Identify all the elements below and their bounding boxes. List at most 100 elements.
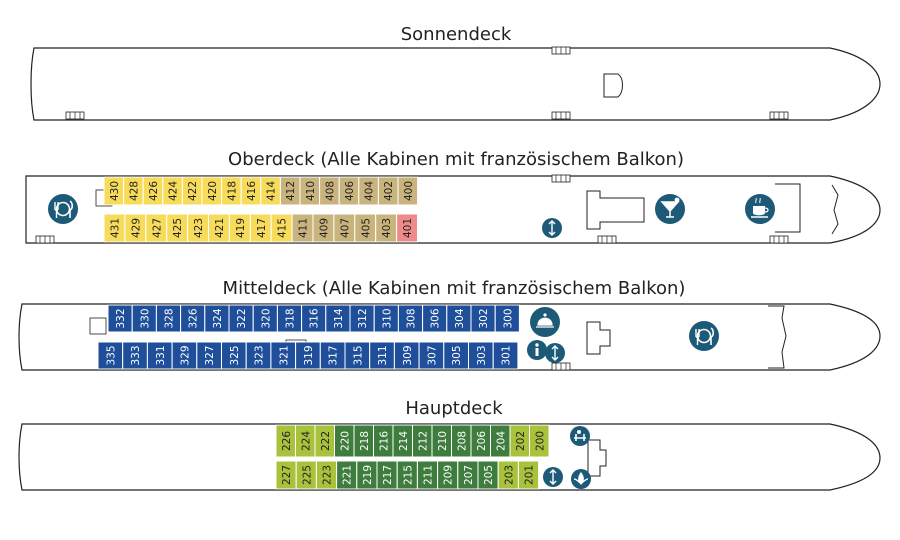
cabin-218[interactable]: 218 [353,424,374,458]
cabin-300[interactable]: 300 [494,304,520,333]
cabin-205[interactable]: 205 [477,460,499,490]
cabin-416[interactable]: 416 [240,176,262,206]
cabin-216[interactable]: 216 [373,424,394,458]
cabin-330[interactable]: 330 [131,304,157,333]
cabin-405[interactable]: 405 [354,213,377,243]
cabin-226[interactable]: 226 [275,424,296,458]
cabin-206[interactable]: 206 [470,424,491,458]
cabin-327[interactable]: 327 [196,341,223,370]
cabin-335[interactable]: 335 [97,341,124,370]
cabin-221[interactable]: 221 [336,460,358,490]
cabin-410[interactable]: 410 [299,176,321,206]
cabin-404[interactable]: 404 [358,176,379,206]
cabin-328[interactable]: 328 [155,304,182,333]
cabin-308[interactable]: 308 [397,304,424,333]
cabin-306[interactable]: 306 [422,304,448,333]
cabin-403[interactable]: 403 [375,213,398,243]
cabin-425[interactable]: 425 [166,213,189,243]
cabin-324[interactable]: 324 [204,304,230,333]
cabin-427[interactable]: 427 [145,213,168,243]
cabin-401[interactable]: 401 [396,213,419,243]
cabin-326[interactable]: 326 [180,304,206,333]
cabin-407[interactable]: 407 [333,213,356,243]
cabin-225[interactable]: 225 [295,460,317,490]
cabin-402[interactable]: 402 [377,176,399,206]
cabin-314[interactable]: 314 [325,304,351,333]
cabin-box [97,341,124,370]
cabin-203[interactable]: 203 [497,460,519,490]
cabin-415[interactable]: 415 [270,213,293,243]
cabin-number: 305 [451,345,463,365]
cabin-417[interactable]: 417 [249,213,272,243]
cabin-430[interactable]: 430 [103,176,125,206]
cabin-224[interactable]: 224 [295,424,316,458]
cabin-227[interactable]: 227 [275,460,297,490]
cabin-311[interactable]: 311 [369,341,395,370]
cabin-316[interactable]: 316 [301,304,327,333]
cabin-317[interactable]: 317 [319,341,346,370]
cabin-318[interactable]: 318 [276,304,303,333]
elevator-icon [542,218,562,238]
cabin-219[interactable]: 219 [356,460,378,490]
cabin-207[interactable]: 207 [457,460,479,490]
cabin-309[interactable]: 309 [393,341,420,370]
cabin-421[interactable]: 421 [208,213,230,243]
cabin-number: 306 [430,308,442,328]
cabin-424[interactable]: 424 [162,176,183,206]
cabin-320[interactable]: 320 [252,304,278,333]
cabin-305[interactable]: 305 [443,341,469,370]
cabin-number: 423 [193,218,205,238]
cabin-322[interactable]: 322 [228,304,254,333]
cabin-319[interactable]: 319 [295,341,321,370]
cabin-217[interactable]: 217 [376,460,398,490]
cabin-222[interactable]: 222 [314,424,335,458]
cabin-208[interactable]: 208 [451,424,472,458]
sonnendeck-stair-marker [769,111,789,120]
cabin-304[interactable]: 304 [446,304,472,333]
cabin-332[interactable]: 332 [107,304,133,333]
cabin-329[interactable]: 329 [171,341,198,370]
cabin-204[interactable]: 204 [490,424,511,458]
cabin-number: 330 [139,308,151,328]
cabin-406[interactable]: 406 [338,176,360,206]
cabin-408[interactable]: 408 [319,176,340,206]
cabin-200[interactable]: 200 [529,424,550,458]
cabin-302[interactable]: 302 [470,304,496,333]
cabin-321[interactable]: 321 [270,341,297,370]
cabin-315[interactable]: 315 [344,341,371,370]
cabin-422[interactable]: 422 [181,176,203,206]
cabin-201[interactable]: 201 [517,460,540,490]
cabin-301[interactable]: 301 [492,341,519,370]
cabin-307[interactable]: 307 [418,341,445,370]
cabin-212[interactable]: 212 [412,424,433,458]
cabin-420[interactable]: 420 [201,176,223,206]
cabin-409[interactable]: 409 [312,213,335,243]
cabin-214[interactable]: 214 [392,424,413,458]
cabin-333[interactable]: 333 [122,341,148,370]
cabin-400[interactable]: 400 [397,176,419,206]
cabin-223[interactable]: 223 [315,460,338,490]
cabin-210[interactable]: 210 [431,424,452,458]
cabin-411[interactable]: 411 [291,213,314,243]
cabin-215[interactable]: 215 [396,460,418,490]
cabin-box [146,341,173,370]
cabin-303[interactable]: 303 [468,341,494,370]
cabin-429[interactable]: 429 [124,213,147,243]
cabin-418[interactable]: 418 [221,176,242,206]
cabin-414[interactable]: 414 [260,176,281,206]
cabin-431[interactable]: 431 [103,213,126,243]
cabin-426[interactable]: 426 [142,176,164,206]
cabin-423[interactable]: 423 [187,213,210,243]
cabin-312[interactable]: 312 [349,304,375,333]
cabin-209[interactable]: 209 [437,460,459,490]
cabin-419[interactable]: 419 [228,213,251,243]
cabin-325[interactable]: 325 [221,341,247,370]
cabin-202[interactable]: 202 [509,424,530,458]
cabin-428[interactable]: 428 [123,176,144,206]
cabin-331[interactable]: 331 [146,341,173,370]
cabin-211[interactable]: 211 [416,460,439,490]
cabin-412[interactable]: 412 [279,176,301,206]
cabin-323[interactable]: 323 [245,341,272,370]
cabin-310[interactable]: 310 [373,304,399,333]
cabin-220[interactable]: 220 [334,424,355,458]
